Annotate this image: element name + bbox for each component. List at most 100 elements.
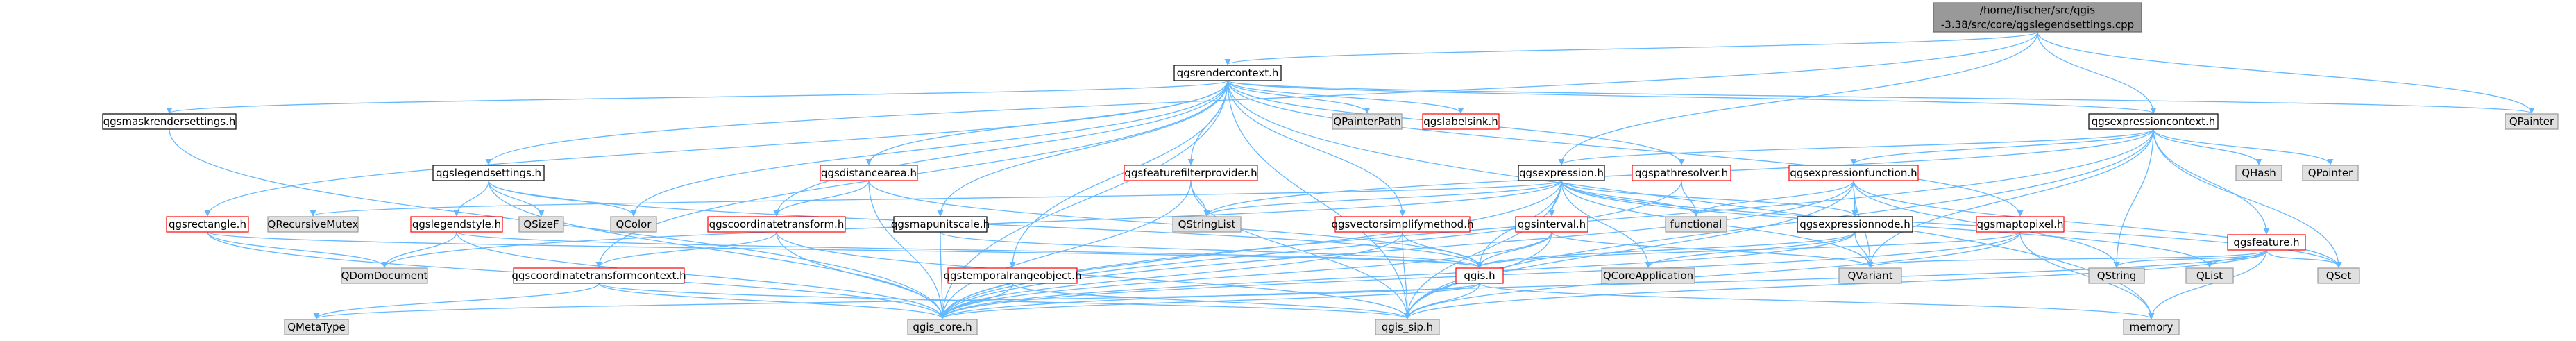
node-qgspathresolver[interactable]: qgspathresolver.h bbox=[1632, 165, 1731, 181]
node-label: qgsexpression.h bbox=[1519, 167, 1604, 179]
node-qgsfeature[interactable]: qgsfeature.h bbox=[2227, 234, 2306, 251]
node-qgis_sip: qgis_sip.h bbox=[1375, 319, 1440, 335]
edge-qgscoordinatetransform-to-qgis_sip bbox=[776, 231, 1411, 319]
node-label: QStringList bbox=[1178, 218, 1236, 231]
node-label: qgsdistancearea.h bbox=[821, 167, 917, 179]
edge-qgsvectorsimplifymethod-to-qgis_core bbox=[939, 231, 1403, 319]
edge-qgspathresolver-to-qgis_core bbox=[939, 180, 1682, 319]
edge-qgsfeaturefilterprovider-to-qstringlist bbox=[1190, 180, 1210, 217]
node-qgsmaskrendersettings[interactable]: qgsmaskrendersettings.h bbox=[102, 113, 237, 130]
node-box bbox=[907, 319, 978, 335]
edge-qgsexpression-to-functional bbox=[1561, 180, 1700, 217]
node-label: qgsfeature.h bbox=[2233, 236, 2299, 249]
node-functional: functional bbox=[1665, 216, 1727, 233]
node-qgsvectorsimplifymethod[interactable]: qgsvectorsimplifymethod.h bbox=[1332, 216, 1474, 233]
node-qgsfeaturefilterprovider[interactable]: qgsfeaturefilterprovider.h bbox=[1124, 165, 1258, 181]
node-qgsrectangle[interactable]: qgsrectangle.h bbox=[166, 216, 249, 233]
node-label: qgis_core.h bbox=[913, 321, 972, 334]
node-box bbox=[2185, 267, 2234, 284]
node-box bbox=[102, 113, 237, 130]
edge-qgsrendercontext-to-qgsvectorsimplifymethod bbox=[1227, 80, 1406, 217]
node-box bbox=[1422, 113, 1500, 130]
edge-qgslegendsettings-to-qgslegendstyle bbox=[453, 180, 489, 217]
node-label: QCoreApplication bbox=[1603, 269, 1693, 282]
edge-qgsexpressioncontext-to-qgsexpression bbox=[1558, 128, 2154, 165]
node-qgsexpressioncontext[interactable]: qgsexpressioncontext.h bbox=[2088, 113, 2219, 130]
node-qgslabelsink[interactable]: qgslabelsink.h bbox=[1422, 113, 1500, 130]
node-label: qgsexpressionnode.h bbox=[1799, 218, 1910, 231]
edge-qgslegendstyle-to-qgis_core bbox=[456, 231, 946, 319]
node-label: qgsexpressioncontext.h bbox=[2092, 115, 2216, 128]
edge-qgsexpressionnode-to-qgis bbox=[1476, 231, 1856, 268]
edge-qgscoordinatetransform-to-qgis_core bbox=[776, 231, 946, 319]
node-box bbox=[1976, 216, 2065, 233]
node-qgslegendsettings[interactable]: qgslegendsettings.h bbox=[432, 165, 545, 181]
edge-root-to-qpainter bbox=[2037, 31, 2535, 114]
node-qgstemporalrangeobject[interactable]: qgstemporalrangeobject.h bbox=[944, 267, 1082, 284]
edge-root-to-qgsexpression bbox=[1558, 31, 2038, 165]
node-qgsinterval[interactable]: qgsinterval.h bbox=[1515, 216, 1588, 233]
node-qcoreapplication: QCoreApplication bbox=[1601, 267, 1695, 284]
node-qgslegendstyle[interactable]: qgslegendstyle.h bbox=[410, 216, 503, 233]
node-box bbox=[1838, 267, 1902, 284]
node-box bbox=[1515, 216, 1588, 233]
node-box bbox=[284, 319, 349, 335]
node-label: QList bbox=[2196, 269, 2223, 282]
node-label: qgstemporalrangeobject.h bbox=[944, 269, 1082, 282]
node-qgsdistancearea[interactable]: qgsdistancearea.h bbox=[820, 165, 918, 181]
node-qgis[interactable]: qgis.h bbox=[1455, 267, 1504, 284]
edge-root-to-qgsrendercontext bbox=[1224, 31, 2038, 65]
node-qgsmapunitscale[interactable]: qgsmapunitscale.h bbox=[891, 216, 990, 233]
node-memory: memory bbox=[2123, 319, 2180, 335]
edge-qgsrectangle-to-qgis bbox=[207, 231, 1482, 268]
edge-qgsexpressionfunction-to-qgis_sip bbox=[1404, 180, 1854, 319]
node-box bbox=[2088, 113, 2219, 130]
edge-qgsmaptopixel-to-qgis_sip bbox=[1404, 231, 2021, 319]
node-root[interactable]: /home/fischer/src/qgis-3.38/src/core/qgs… bbox=[1933, 2, 2142, 33]
edge-qgslegendsettings-to-qcolor bbox=[488, 180, 637, 217]
edge-qgsexpressionfunction-to-qgis_core bbox=[939, 180, 1854, 319]
edge-qgspathresolver-to-functional bbox=[1681, 180, 1700, 217]
node-qgsexpressionnode[interactable]: qgsexpressionnode.h bbox=[1797, 216, 1913, 233]
node-box bbox=[1788, 165, 1919, 181]
node-label: qgslegendsettings.h bbox=[436, 167, 541, 179]
node-label: qgslegendstyle.h bbox=[412, 218, 501, 231]
node-label: QHash bbox=[2242, 167, 2276, 179]
node-box bbox=[410, 216, 503, 233]
node-label: QVariant bbox=[1847, 269, 1892, 282]
edge-qgis-to-qgis_core bbox=[939, 283, 1480, 319]
edge-qgis-to-memory bbox=[1479, 283, 2155, 319]
edge-qgsinterval-to-qvariant bbox=[1551, 231, 1874, 268]
edge-qgsexpression-to-qstringlist bbox=[1203, 180, 1562, 217]
node-qgsexpressionfunction[interactable]: qgsexpressionfunction.h bbox=[1788, 165, 1919, 181]
edge-qgsexpressioncontext-to-qstring bbox=[2113, 128, 2154, 268]
edge-qgis-to-qmetatype bbox=[314, 283, 1480, 319]
node-qgsexpression[interactable]: qgsexpression.h bbox=[1518, 165, 1605, 181]
node-qstring: QString bbox=[2088, 267, 2145, 284]
edge-qgsrendercontext-to-qgsmapunitscale bbox=[937, 80, 1228, 217]
edge-qgsrendercontext-to-qgsrectangle bbox=[204, 80, 1228, 217]
edge-qgsmaptopixel-to-memory bbox=[2019, 231, 2155, 319]
node-label: qgsmaptopixel.h bbox=[1976, 218, 2063, 231]
edge-qgsmaptopixel-to-qgis bbox=[1476, 231, 2021, 268]
node-label: qgis.h bbox=[1464, 269, 1495, 282]
node-box bbox=[1332, 113, 1403, 130]
node-qmetatype: QMetaType bbox=[284, 319, 349, 335]
node-label: qgsexpressionfunction.h bbox=[1790, 167, 1917, 179]
node-qgsrendercontext[interactable]: qgsrendercontext.h bbox=[1173, 65, 1282, 81]
node-qgsmaptopixel[interactable]: qgsmaptopixel.h bbox=[1976, 216, 2065, 233]
node-qgscoordinatetransform[interactable]: qgscoordinatetransform.h bbox=[707, 216, 846, 233]
node-box bbox=[1665, 216, 1727, 233]
edge-qgscoordinatetransformcontext-to-qmetatype bbox=[313, 283, 600, 319]
node-label: qgsvectorsimplifymethod.h bbox=[1332, 218, 1474, 231]
node-label: QPainter bbox=[2509, 115, 2554, 128]
edge-qgsfeature-to-memory bbox=[2148, 249, 2267, 319]
edge-qgsrectangle-to-qdomdocument bbox=[207, 231, 388, 268]
node-qgscoordinatetransformcontext[interactable]: qgscoordinatetransformcontext.h bbox=[511, 267, 686, 284]
node-label: QRecursiveMutex bbox=[268, 218, 359, 231]
node-box bbox=[1172, 216, 1242, 233]
edge-qgsmapunitscale-to-qgis_core bbox=[939, 231, 946, 319]
edge-qgslegendstyle-to-qdomdocument bbox=[381, 231, 457, 268]
node-box bbox=[2235, 165, 2282, 181]
